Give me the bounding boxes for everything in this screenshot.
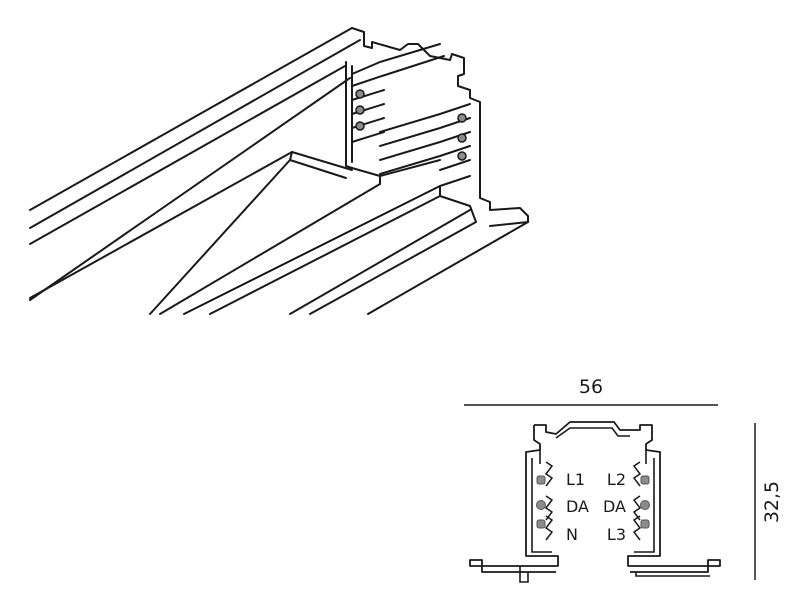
holder	[544, 461, 554, 487]
groove	[439, 159, 471, 171]
end-face-outline	[351, 27, 529, 227]
profile-top-inner	[555, 427, 630, 439]
profile-outline	[469, 421, 721, 573]
channel-wall-run	[209, 195, 441, 315]
channel-floor-edge	[351, 159, 441, 177]
left-flange-run-lower	[149, 159, 291, 315]
groove	[351, 89, 385, 101]
holder	[632, 461, 642, 487]
right-conductor-holders	[632, 461, 642, 541]
contact-dot	[355, 105, 365, 115]
contact-dot	[355, 121, 365, 131]
rail-body-top-edge	[29, 27, 353, 211]
right-flange	[439, 185, 477, 223]
height-dimension-label: 32,5	[761, 481, 783, 523]
left-conductor-grooves	[351, 43, 445, 143]
rail-body-side-lower	[29, 77, 351, 301]
channel-wall-run	[159, 183, 381, 315]
channel-wall-run	[309, 221, 477, 315]
profile-inner-right	[634, 450, 655, 553]
groove	[351, 131, 385, 143]
holder	[544, 515, 554, 541]
contact-dot	[457, 151, 467, 161]
left-contacts	[355, 89, 365, 131]
contact-dot	[355, 89, 365, 99]
holder	[632, 515, 642, 541]
contact-DA-right	[640, 500, 650, 510]
contact-DA-left	[536, 500, 546, 510]
label-DA-left: DA	[566, 497, 589, 516]
rail-body-top-inner	[29, 39, 361, 229]
groove	[379, 117, 471, 147]
label-L2: L2	[607, 470, 626, 489]
profile-inner-left	[531, 450, 552, 553]
holder	[544, 495, 554, 521]
groove	[351, 55, 445, 87]
holder	[632, 495, 642, 521]
rail-body-side-upper	[29, 65, 346, 245]
groove	[379, 103, 471, 133]
left-conductor-holders	[544, 461, 554, 541]
left-flange	[289, 151, 353, 179]
section-contacts	[536, 475, 650, 529]
groove	[379, 145, 471, 175]
contact-L2	[640, 475, 650, 485]
channel-wall-run	[183, 185, 441, 315]
channel-wall-run	[367, 221, 529, 315]
right-conductor-grooves	[379, 103, 471, 187]
channel-left-wall	[345, 61, 353, 169]
contact-dot	[457, 133, 467, 143]
groove	[439, 175, 471, 187]
contact-L1	[536, 475, 546, 485]
profile-foot	[519, 566, 710, 583]
label-L1: L1	[566, 470, 585, 489]
groove	[379, 131, 471, 161]
channel-wall-run	[289, 209, 471, 315]
groove	[351, 43, 441, 75]
width-dimension-label: 56	[579, 376, 603, 398]
contact-L3	[640, 519, 650, 529]
cross-section-view: 56 32,5 L1 DA	[464, 376, 783, 583]
right-contacts	[457, 113, 467, 161]
label-L3: L3	[607, 525, 626, 544]
left-flange-run	[29, 151, 293, 299]
label-DA-right: DA	[603, 497, 626, 516]
contact-N	[536, 519, 546, 529]
label-N: N	[566, 525, 578, 544]
contact-dot	[457, 113, 467, 123]
isometric-track-view	[29, 27, 529, 315]
